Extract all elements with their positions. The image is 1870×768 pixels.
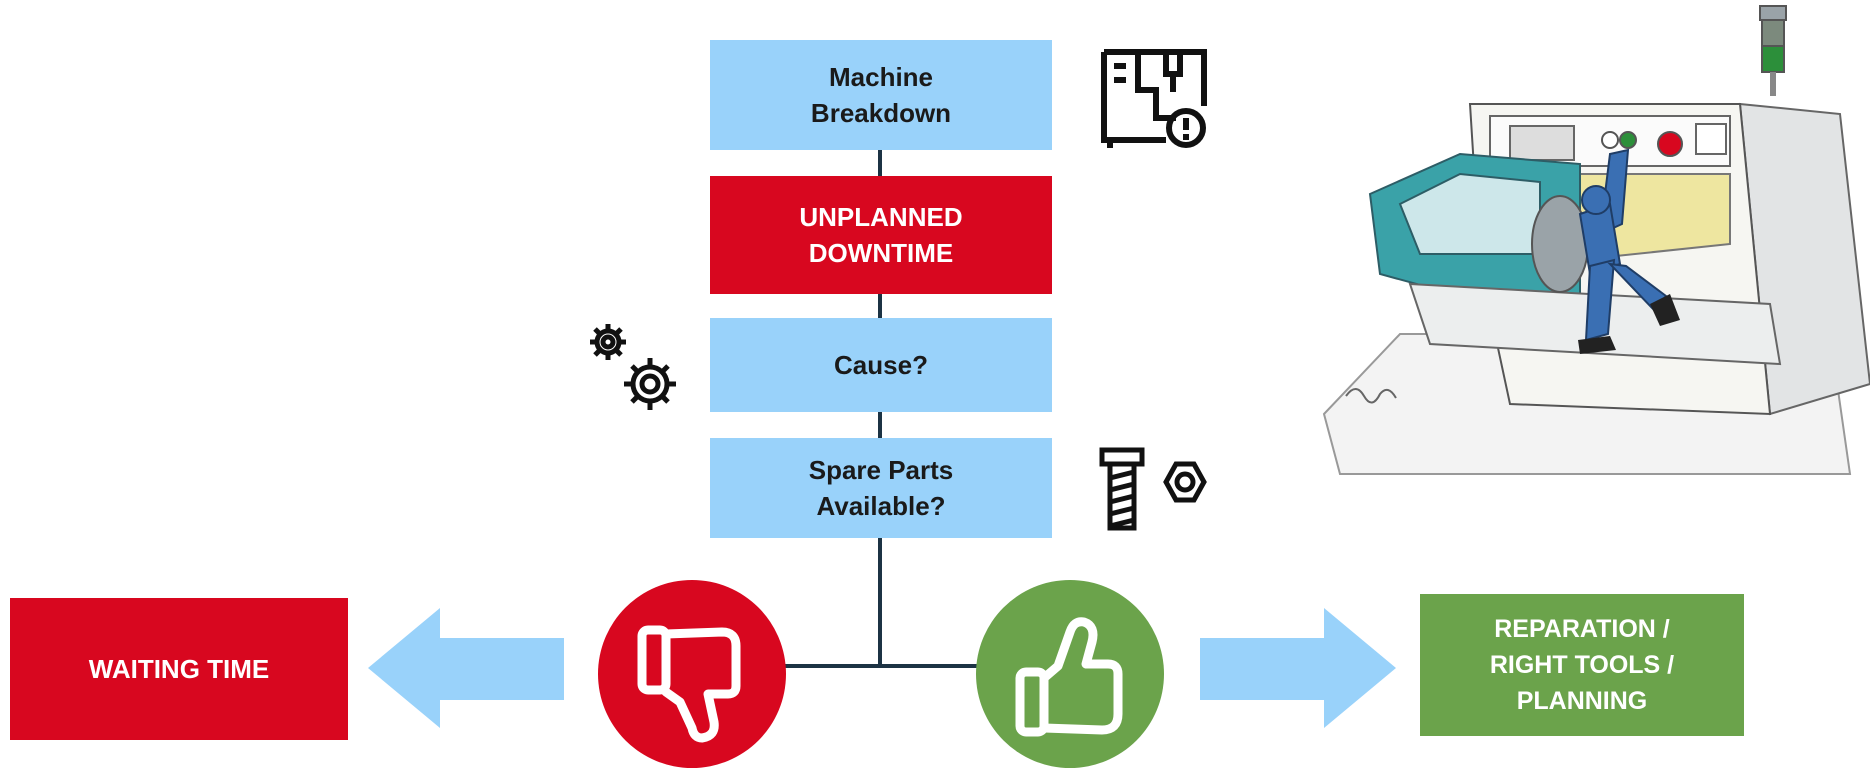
thumbs-up-circle xyxy=(976,580,1164,768)
machine-illustration xyxy=(1322,5,1870,475)
bolt-nut-icon xyxy=(1099,447,1207,531)
unplanned-downtime-box: UNPLANNED DOWNTIME xyxy=(710,176,1052,294)
waiting-time-box: WAITING TIME xyxy=(10,598,348,740)
connector-3 xyxy=(878,412,882,442)
machine-alert-icon xyxy=(1101,49,1207,148)
arrow-right-icon xyxy=(1200,608,1396,728)
arrow-left-icon xyxy=(368,608,564,728)
thumbs-up-icon xyxy=(1015,617,1123,737)
cause-box: Cause? xyxy=(710,318,1052,412)
connector-4 xyxy=(878,537,882,667)
machine-breakdown-box: Machine Breakdown xyxy=(710,40,1052,150)
thumbs-down-icon xyxy=(637,625,741,743)
spare-parts-box: Spare Parts Available? xyxy=(710,438,1052,538)
connector-2 xyxy=(878,292,882,322)
reparation-box: REPARATION / RIGHT TOOLS / PLANNING xyxy=(1420,594,1744,736)
gears-icon xyxy=(590,324,676,410)
connector-branch xyxy=(730,664,1030,668)
connector-1 xyxy=(878,150,882,180)
